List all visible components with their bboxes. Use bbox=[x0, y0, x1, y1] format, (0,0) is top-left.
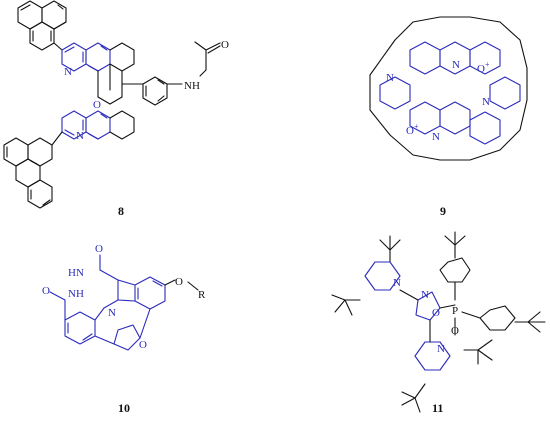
atom-o-plus: O+ bbox=[477, 60, 490, 75]
atom-n: N bbox=[393, 277, 401, 289]
compound-11-label: 11 bbox=[432, 401, 443, 415]
atom-o-carbonyl: O bbox=[221, 39, 229, 51]
atom-nh: NH bbox=[184, 80, 200, 92]
lower-cyclohexyl-ring bbox=[109, 110, 135, 140]
upper-anthracene bbox=[17, 0, 67, 51]
atom-n: N bbox=[452, 59, 460, 71]
compound-9-structure: N N N N O+ O+ bbox=[369, 16, 528, 161]
atom-o-ether: O bbox=[175, 276, 183, 288]
atom-o-phosphine: O bbox=[451, 325, 459, 337]
atom-o: O bbox=[42, 285, 50, 297]
upper-cyclohexyl-ring bbox=[109, 42, 135, 72]
atom-n: N bbox=[108, 307, 116, 319]
macrocycle-outer-ring bbox=[369, 16, 528, 161]
atom-n: N bbox=[432, 131, 440, 143]
atom-nh: NH bbox=[68, 288, 84, 300]
atom-o-oxazole: O bbox=[432, 307, 440, 319]
atom-p: P bbox=[452, 305, 458, 317]
atom-o-furan: O bbox=[139, 339, 147, 351]
or-substituent bbox=[164, 279, 199, 291]
phenyl-and-linkers bbox=[399, 257, 516, 343]
atom-n: N bbox=[64, 66, 72, 78]
acetamide-group bbox=[194, 41, 221, 77]
compound-9-label: 9 bbox=[440, 204, 446, 218]
atom-o-pyran: O bbox=[93, 99, 101, 111]
atom-o-plus: O+ bbox=[406, 122, 419, 137]
phenyl-ring bbox=[121, 76, 183, 106]
atom-n: N bbox=[386, 72, 394, 84]
macrocycle-10-rings bbox=[49, 254, 166, 351]
atom-r: R bbox=[198, 289, 206, 301]
compound-8-structure: N O N bbox=[3, 0, 229, 209]
tert-butyl-groups bbox=[331, 231, 546, 413]
compound-8-label: 8 bbox=[118, 204, 124, 218]
compound-10-structure: O HN NH O N O O R bbox=[42, 243, 206, 351]
compound-10-label: 10 bbox=[118, 401, 130, 415]
compound-11-structure: N O N N P O bbox=[331, 231, 546, 413]
atom-n: N bbox=[482, 96, 490, 108]
macrocycle-aromatic-core bbox=[379, 41, 521, 145]
central-pyran-ring bbox=[97, 63, 123, 105]
lower-anthracene bbox=[3, 131, 63, 209]
atom-n: N bbox=[437, 343, 445, 355]
atom-hn: HN bbox=[68, 267, 84, 279]
pyridine-and-oxazole-rings bbox=[364, 261, 451, 371]
atom-o: O bbox=[95, 243, 103, 255]
atom-n: N bbox=[76, 130, 84, 142]
lower-pyridine bbox=[61, 110, 111, 140]
atom-n-oxazole: N bbox=[421, 289, 429, 301]
